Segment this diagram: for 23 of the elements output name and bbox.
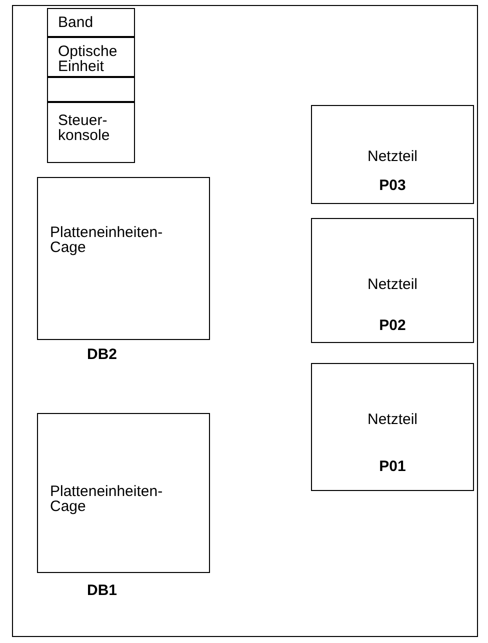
drive-cage-box xyxy=(37,177,210,340)
module-box xyxy=(47,77,135,102)
unit-label: Netzteil xyxy=(366,149,419,164)
unit-label: Netzteil xyxy=(366,277,419,292)
module-box xyxy=(47,102,135,163)
unit-id-label: P02 xyxy=(378,318,407,333)
unit-id-label: P01 xyxy=(378,459,407,474)
unit-label: Platteneinheiten- Cage xyxy=(50,225,164,255)
unit-id-label: P03 xyxy=(378,178,407,193)
power-supply-box xyxy=(311,218,474,343)
unit-label: Netzteil xyxy=(366,412,419,427)
bay-id-label: DB1 xyxy=(87,583,118,598)
unit-label: Optische Einheit xyxy=(58,44,118,74)
unit-label: Band xyxy=(58,15,94,30)
bay-id-label: DB2 xyxy=(87,347,118,362)
power-supply-box xyxy=(311,105,474,204)
unit-label: Steuer- konsole xyxy=(58,113,111,143)
drive-cage-box xyxy=(37,413,210,573)
unit-label: Platteneinheiten- Cage xyxy=(50,484,164,514)
cabinet-frame xyxy=(12,5,478,637)
module-box xyxy=(47,37,135,77)
module-box xyxy=(47,8,135,37)
power-supply-box xyxy=(311,363,474,491)
